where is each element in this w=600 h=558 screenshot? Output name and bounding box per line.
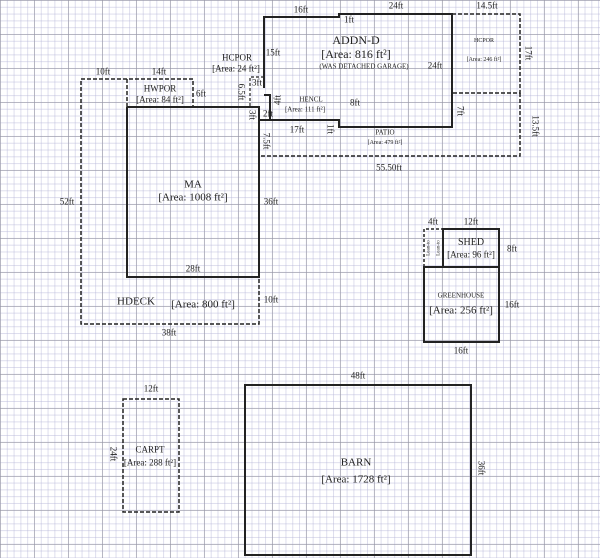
dim-8ft: 8ft	[350, 97, 360, 108]
dim-52ft: 52ft	[59, 196, 75, 207]
shed-annex-label-a: Lean-to	[426, 240, 432, 256]
hencl-area: [Area: 111 ft²]	[284, 105, 326, 114]
shed-outline[interactable]	[442, 228, 500, 268]
shed-name: SHED	[457, 237, 485, 248]
hcpor-right-outline[interactable]	[452, 13, 521, 94]
carpt-area: [Area: 288 ft²]	[123, 457, 177, 468]
greenhouse-outline[interactable]	[423, 266, 500, 343]
patio-area: [Area: 479 ft²]	[367, 140, 403, 146]
dim-28ft: 28ft	[185, 263, 201, 274]
patio-outline[interactable]	[259, 93, 521, 157]
dim-4ft-up: 4ft	[272, 95, 283, 105]
dim-14-5ft: 14.5ft	[476, 0, 498, 11]
dim-16ft-gh-right: 16ft	[504, 299, 520, 310]
dim-17ft-right: 17ft	[523, 45, 534, 61]
carpt-outline[interactable]	[122, 398, 180, 513]
dim-16ft-top: 16ft	[293, 4, 309, 15]
dim-16ft-gh-bottom: 16ft	[453, 345, 469, 356]
dim-24ft-right: 24ft	[427, 60, 443, 71]
dim-10ft-top: 10ft	[95, 66, 111, 77]
shed-annex-outline[interactable]	[423, 228, 443, 267]
hwpor-area: [Area: 84 ft²]	[136, 94, 184, 105]
dim-12ft-carpt: 12ft	[143, 383, 159, 394]
greenhouse-area: [Area: 256 ft²]	[429, 304, 493, 317]
shed-annex-label-b: Lean-to	[436, 240, 442, 256]
dim-6ft: 6ft	[196, 88, 206, 99]
dim-6-5ft: 6.5ft	[236, 83, 247, 101]
hcpor-small-name: HCPOR	[221, 52, 253, 63]
dim-1ft-b: 1ft	[325, 124, 336, 134]
dim-2ft: 2ft	[263, 108, 273, 119]
ma-area: [Area: 1008 ft²]	[158, 191, 228, 204]
dim-3ft-a: 3ft	[252, 77, 262, 88]
dim-14ft: 14ft	[151, 66, 167, 77]
dim-38ft: 38ft	[161, 327, 177, 338]
patio-name: PATIO	[375, 128, 395, 137]
dim-17ft-bottom: 17ft	[289, 124, 305, 135]
hwpor-outline[interactable]	[126, 78, 194, 107]
hdeck-area: [Area: 800 ft²]	[171, 298, 235, 311]
hcpor-small-area: [Area: 24 ft²]	[212, 63, 260, 74]
barn-outline[interactable]	[244, 384, 472, 556]
dim-4ft-shed: 4ft	[428, 216, 438, 227]
dim-24ft-top: 24ft	[388, 0, 404, 11]
dim-24ft-carpt: 24ft	[108, 446, 119, 462]
dim-7-5ft: 7.5ft	[261, 132, 272, 150]
hencl-name: HENCL	[299, 95, 323, 104]
addn-d-name: ADDN-D	[332, 33, 380, 47]
dim-7ft: 7ft	[455, 106, 466, 116]
hdeck-outline[interactable]	[80, 78, 260, 325]
addn-d-outline[interactable]	[263, 13, 453, 128]
hwpor-name: HWPOR	[143, 83, 177, 94]
barn-area: [Area: 1728 ft²]	[321, 473, 391, 486]
hcpor-right-name: HCPOR	[473, 38, 495, 44]
dim-48ft: 48ft	[350, 370, 366, 381]
dim-36ft-ma: 36ft	[263, 196, 279, 207]
dim-55-50ft: 55.50ft	[376, 162, 402, 173]
dim-15ft: 15ft	[265, 47, 281, 58]
dim-8ft-shed: 8ft	[507, 243, 517, 254]
dim-36ft-barn: 36ft	[476, 460, 487, 476]
addn-d-note: (WAS DETACHED GARAGE)	[319, 62, 409, 71]
dim-1ft: 1ft	[344, 14, 354, 25]
ma-name: MA	[184, 178, 202, 191]
shed-area: [Area: 96 ft²]	[447, 249, 495, 260]
greenhouse-name: GREENHOUSE	[437, 291, 485, 300]
hdeck-name: HDECK	[117, 295, 155, 308]
barn-name: BARN	[340, 456, 372, 469]
addn-d-area: [Area: 816 ft²]	[321, 47, 391, 61]
dim-13-5ft: 13.5ft	[530, 115, 541, 137]
carpt-name: CARPT	[135, 444, 165, 455]
dim-10ft-deck: 10ft	[263, 294, 279, 305]
dim-3ft-b: 3ft	[247, 110, 258, 120]
dim-12ft-shed: 12ft	[463, 216, 479, 227]
hcpor-right-area: [Area: 246 ft²]	[466, 57, 502, 63]
